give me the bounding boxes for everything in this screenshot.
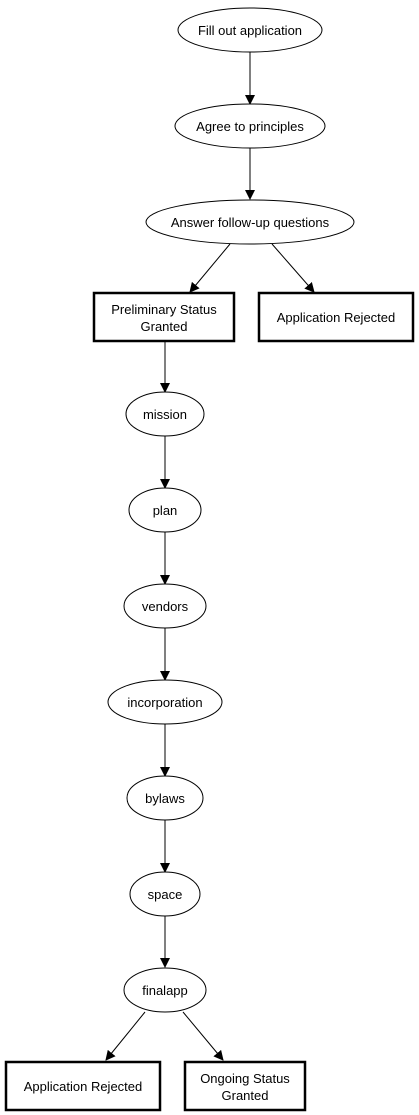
node-application-rejected-bottom: Application Rejected <box>4 1060 162 1112</box>
ellipse-shape <box>123 583 207 629</box>
ellipse-shape <box>177 7 323 53</box>
node-label: Agree to principles <box>196 119 304 134</box>
box-shape <box>257 291 415 343</box>
node-label: Answer follow-up questions <box>171 215 330 230</box>
node-finalapp: finalapp <box>123 967 207 1013</box>
node-label-line2: Granted <box>141 319 188 334</box>
node-vendors: vendors <box>123 583 207 629</box>
node-fill-out-application: Fill out application <box>177 7 323 53</box>
node-label: Fill out application <box>198 23 302 38</box>
node-incorporation: incorporation <box>107 679 223 725</box>
ellipse-shape <box>125 391 205 437</box>
node-bylaws: bylaws <box>126 775 204 821</box>
node-answer-follow-up: Answer follow-up questions <box>145 199 355 245</box>
node-label: Application Rejected <box>277 310 396 325</box>
edge-answer-to-rejected-top <box>271 243 315 293</box>
ellipse-shape <box>126 775 204 821</box>
node-plan: plan <box>128 487 202 533</box>
edges <box>105 52 315 1061</box>
box-shape <box>92 291 236 343</box>
ellipse-shape <box>174 103 326 149</box>
node-label: mission <box>143 407 187 422</box>
node-agree-to-principles: Agree to principles <box>174 103 326 149</box>
edge-finalapp-to-ongoing <box>182 1011 224 1061</box>
node-application-rejected-top: Application Rejected <box>257 291 415 343</box>
box-shape <box>183 1060 307 1112</box>
node-label: Application Rejected <box>24 1079 143 1094</box>
node-ongoing-status: Ongoing Status Granted <box>183 1060 307 1112</box>
node-preliminary-status: Preliminary Status Granted <box>92 291 236 343</box>
ellipse-shape <box>107 679 223 725</box>
box-shape <box>4 1060 162 1112</box>
node-space: space <box>129 871 201 917</box>
node-label: bylaws <box>145 791 185 806</box>
node-label: incorporation <box>127 695 202 710</box>
node-label-line1: Preliminary Status <box>111 302 217 317</box>
node-label-line1: Ongoing Status <box>200 1071 290 1086</box>
ellipse-shape <box>129 871 201 917</box>
node-label: plan <box>153 503 178 518</box>
node-label-line2: Granted <box>222 1088 269 1103</box>
ellipse-shape <box>128 487 202 533</box>
node-mission: mission <box>125 391 205 437</box>
ellipse-shape <box>123 967 207 1013</box>
edge-answer-to-prelim <box>189 243 231 293</box>
node-label: finalapp <box>142 983 188 998</box>
ellipse-shape <box>145 199 355 245</box>
edge-finalapp-to-rejected-bottom <box>105 1011 146 1061</box>
node-label: vendors <box>142 599 189 614</box>
node-label: space <box>148 887 183 902</box>
